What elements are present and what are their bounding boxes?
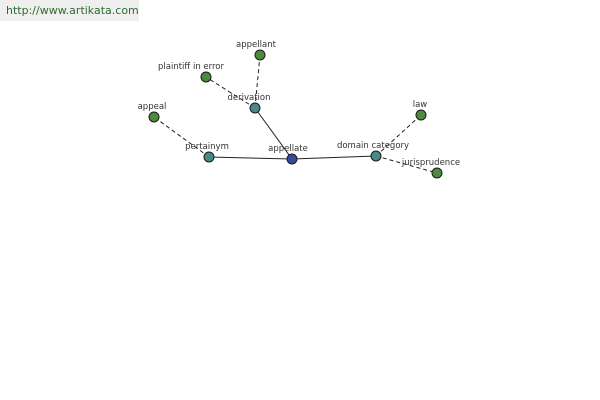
edge-pertainym-appeal [153, 116, 210, 158]
edge-appellate-pertainym [208, 156, 293, 160]
label-appeal[interactable]: appeal [138, 102, 167, 112]
edge-derivation-appellant [254, 54, 261, 109]
label-law[interactable]: law [413, 100, 428, 110]
node-law[interactable] [415, 109, 427, 121]
edge-domain-category-jurisprudence [375, 155, 438, 174]
node-appeal[interactable] [148, 111, 160, 123]
edge-appellate-derivation [254, 107, 293, 160]
watermark: http://www.artikata.com [0, 0, 139, 21]
node-derivation[interactable] [249, 102, 261, 114]
edge-domain-category-law [375, 114, 422, 157]
node-plaintiff-in-error[interactable] [200, 71, 212, 83]
label-derivation[interactable]: derivation [227, 93, 270, 103]
label-pertainym[interactable]: pertainym [185, 142, 229, 152]
label-jurisprudence[interactable]: jurisprudence [401, 158, 460, 168]
node-jurisprudence[interactable] [431, 167, 443, 179]
node-appellant[interactable] [254, 49, 266, 61]
edge-derivation-plaintiff-in-error [205, 76, 256, 109]
node-appellate[interactable] [286, 153, 298, 165]
watermark-url[interactable]: http://www.artikata.com [6, 4, 139, 17]
node-pertainym[interactable] [203, 151, 215, 163]
label-appellate[interactable]: appellate [268, 144, 308, 154]
label-plaintiff-in-error[interactable]: plaintiff in error [158, 62, 225, 72]
node-domain-category[interactable] [370, 150, 382, 162]
edge-appellate-domain-category [291, 155, 377, 160]
label-appellant[interactable]: appellant [236, 40, 277, 50]
label-domain-category[interactable]: domain category [337, 141, 409, 151]
